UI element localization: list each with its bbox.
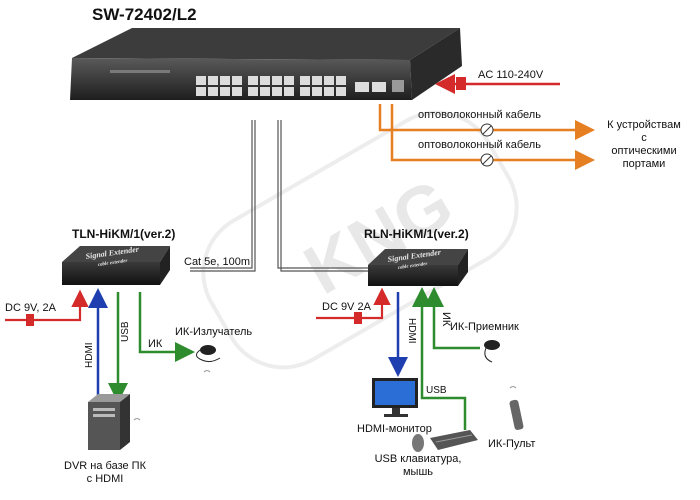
- keyboard-label-line-1: USB клавиатура,: [375, 453, 462, 465]
- rj45-port: [336, 87, 346, 96]
- rj45-port: [312, 87, 322, 96]
- transmitter-power: DC 9V, 2A: [5, 289, 89, 326]
- keyboard-label-line-2: мышь: [403, 466, 433, 478]
- destination-line-2: с: [641, 132, 647, 144]
- sfp-port-1: [355, 82, 369, 92]
- switch-power: AC 110-240V: [435, 69, 560, 94]
- receiver-power: DC 9V 2A: [316, 287, 391, 324]
- sfp-port-2: [372, 82, 386, 92]
- destination-line-1: К устройствам: [607, 119, 681, 131]
- rj45-port: [284, 76, 294, 85]
- rj45-port: [232, 76, 242, 85]
- receiver-device: Signal Extender cable extender: [368, 247, 468, 286]
- hdmi-monitor-icon: [372, 378, 418, 417]
- rj45-port: [232, 87, 242, 96]
- destination-line-4: портами: [623, 158, 666, 170]
- ir-remote-label: ИК-Пульт: [488, 438, 535, 450]
- ir-receiver-icon: [484, 340, 517, 389]
- switch-ports: [196, 76, 346, 96]
- rj45-port: [300, 76, 310, 85]
- rj45-port: [260, 76, 270, 85]
- rj45-port: [300, 87, 310, 96]
- receiver-sub: cable extender: [398, 262, 428, 271]
- hdmi-label-rx: HDMI: [406, 318, 417, 344]
- rj45-port: [208, 87, 218, 96]
- switch-device: [70, 28, 462, 100]
- switch-title: SW-72402/L2: [92, 5, 197, 24]
- rj45-port: [196, 87, 206, 96]
- rj45-port: [272, 76, 282, 85]
- ir-label-rx: ИК: [440, 312, 452, 327]
- receiver-name: RLN-HiKM/1(ver.2): [364, 227, 469, 241]
- dvr-label-line-1: DVR на базе ПК: [64, 460, 147, 472]
- destination-line-3: оптическими: [611, 145, 676, 157]
- usb-wire-rx: [412, 287, 467, 430]
- fiber-connections: [378, 104, 595, 170]
- sfp-port-3: [392, 80, 404, 92]
- usb-label-tx: USB: [120, 321, 131, 342]
- transmitter-name: TLN-HiKM/1(ver.2): [72, 227, 175, 241]
- rj45-port: [312, 76, 322, 85]
- usb-label-rx: USB: [426, 385, 447, 396]
- dvr-label-line-2: с HDMI: [87, 473, 124, 485]
- rj45-port: [260, 87, 270, 96]
- transmitter-device: Signal Extender cable extender: [62, 244, 170, 285]
- ir-wire-tx: [138, 292, 195, 362]
- twisted-pair-cables: [190, 120, 368, 272]
- rj45-port: [220, 87, 230, 96]
- rj45-port: [336, 76, 346, 85]
- dvr-pc-icon: [88, 394, 141, 450]
- ir-remote-icon: [509, 399, 524, 430]
- rj45-port: [248, 76, 258, 85]
- keyboard-mouse-icon: [412, 430, 478, 452]
- ir-emitter-label: ИК-Излучатель: [175, 326, 252, 338]
- hdmi-label-tx: HDMI: [84, 342, 95, 368]
- transmitter-power-label: DC 9V, 2A: [5, 302, 57, 314]
- transmitter-sub: cable extender: [98, 259, 128, 268]
- fiber-top-label: оптоволоконный кабель: [418, 109, 541, 121]
- rj45-port: [324, 76, 334, 85]
- ir-receiver-label: ИК-Приемник: [450, 321, 519, 333]
- fiber-bottom-label: оптоволоконный кабель: [418, 139, 541, 151]
- ir-label-tx: ИК: [148, 338, 163, 350]
- rj45-port: [272, 87, 282, 96]
- destination-label: К устройствам с оптическими портами: [607, 119, 681, 170]
- rj45-port: [208, 76, 218, 85]
- switch-power-label: AC 110-240V: [478, 69, 544, 81]
- rj45-port: [324, 87, 334, 96]
- cable-label: Cat 5e, 100m: [184, 256, 250, 268]
- rj45-port: [196, 76, 206, 85]
- receiver-power-label: DC 9V 2A: [322, 301, 372, 313]
- monitor-label: HDMI-монитор: [357, 423, 432, 435]
- ir-emitter-icon: [196, 345, 221, 373]
- rj45-port: [220, 76, 230, 85]
- ir-wire-rx: [424, 287, 480, 350]
- rj45-port: [248, 87, 258, 96]
- rj45-port: [284, 87, 294, 96]
